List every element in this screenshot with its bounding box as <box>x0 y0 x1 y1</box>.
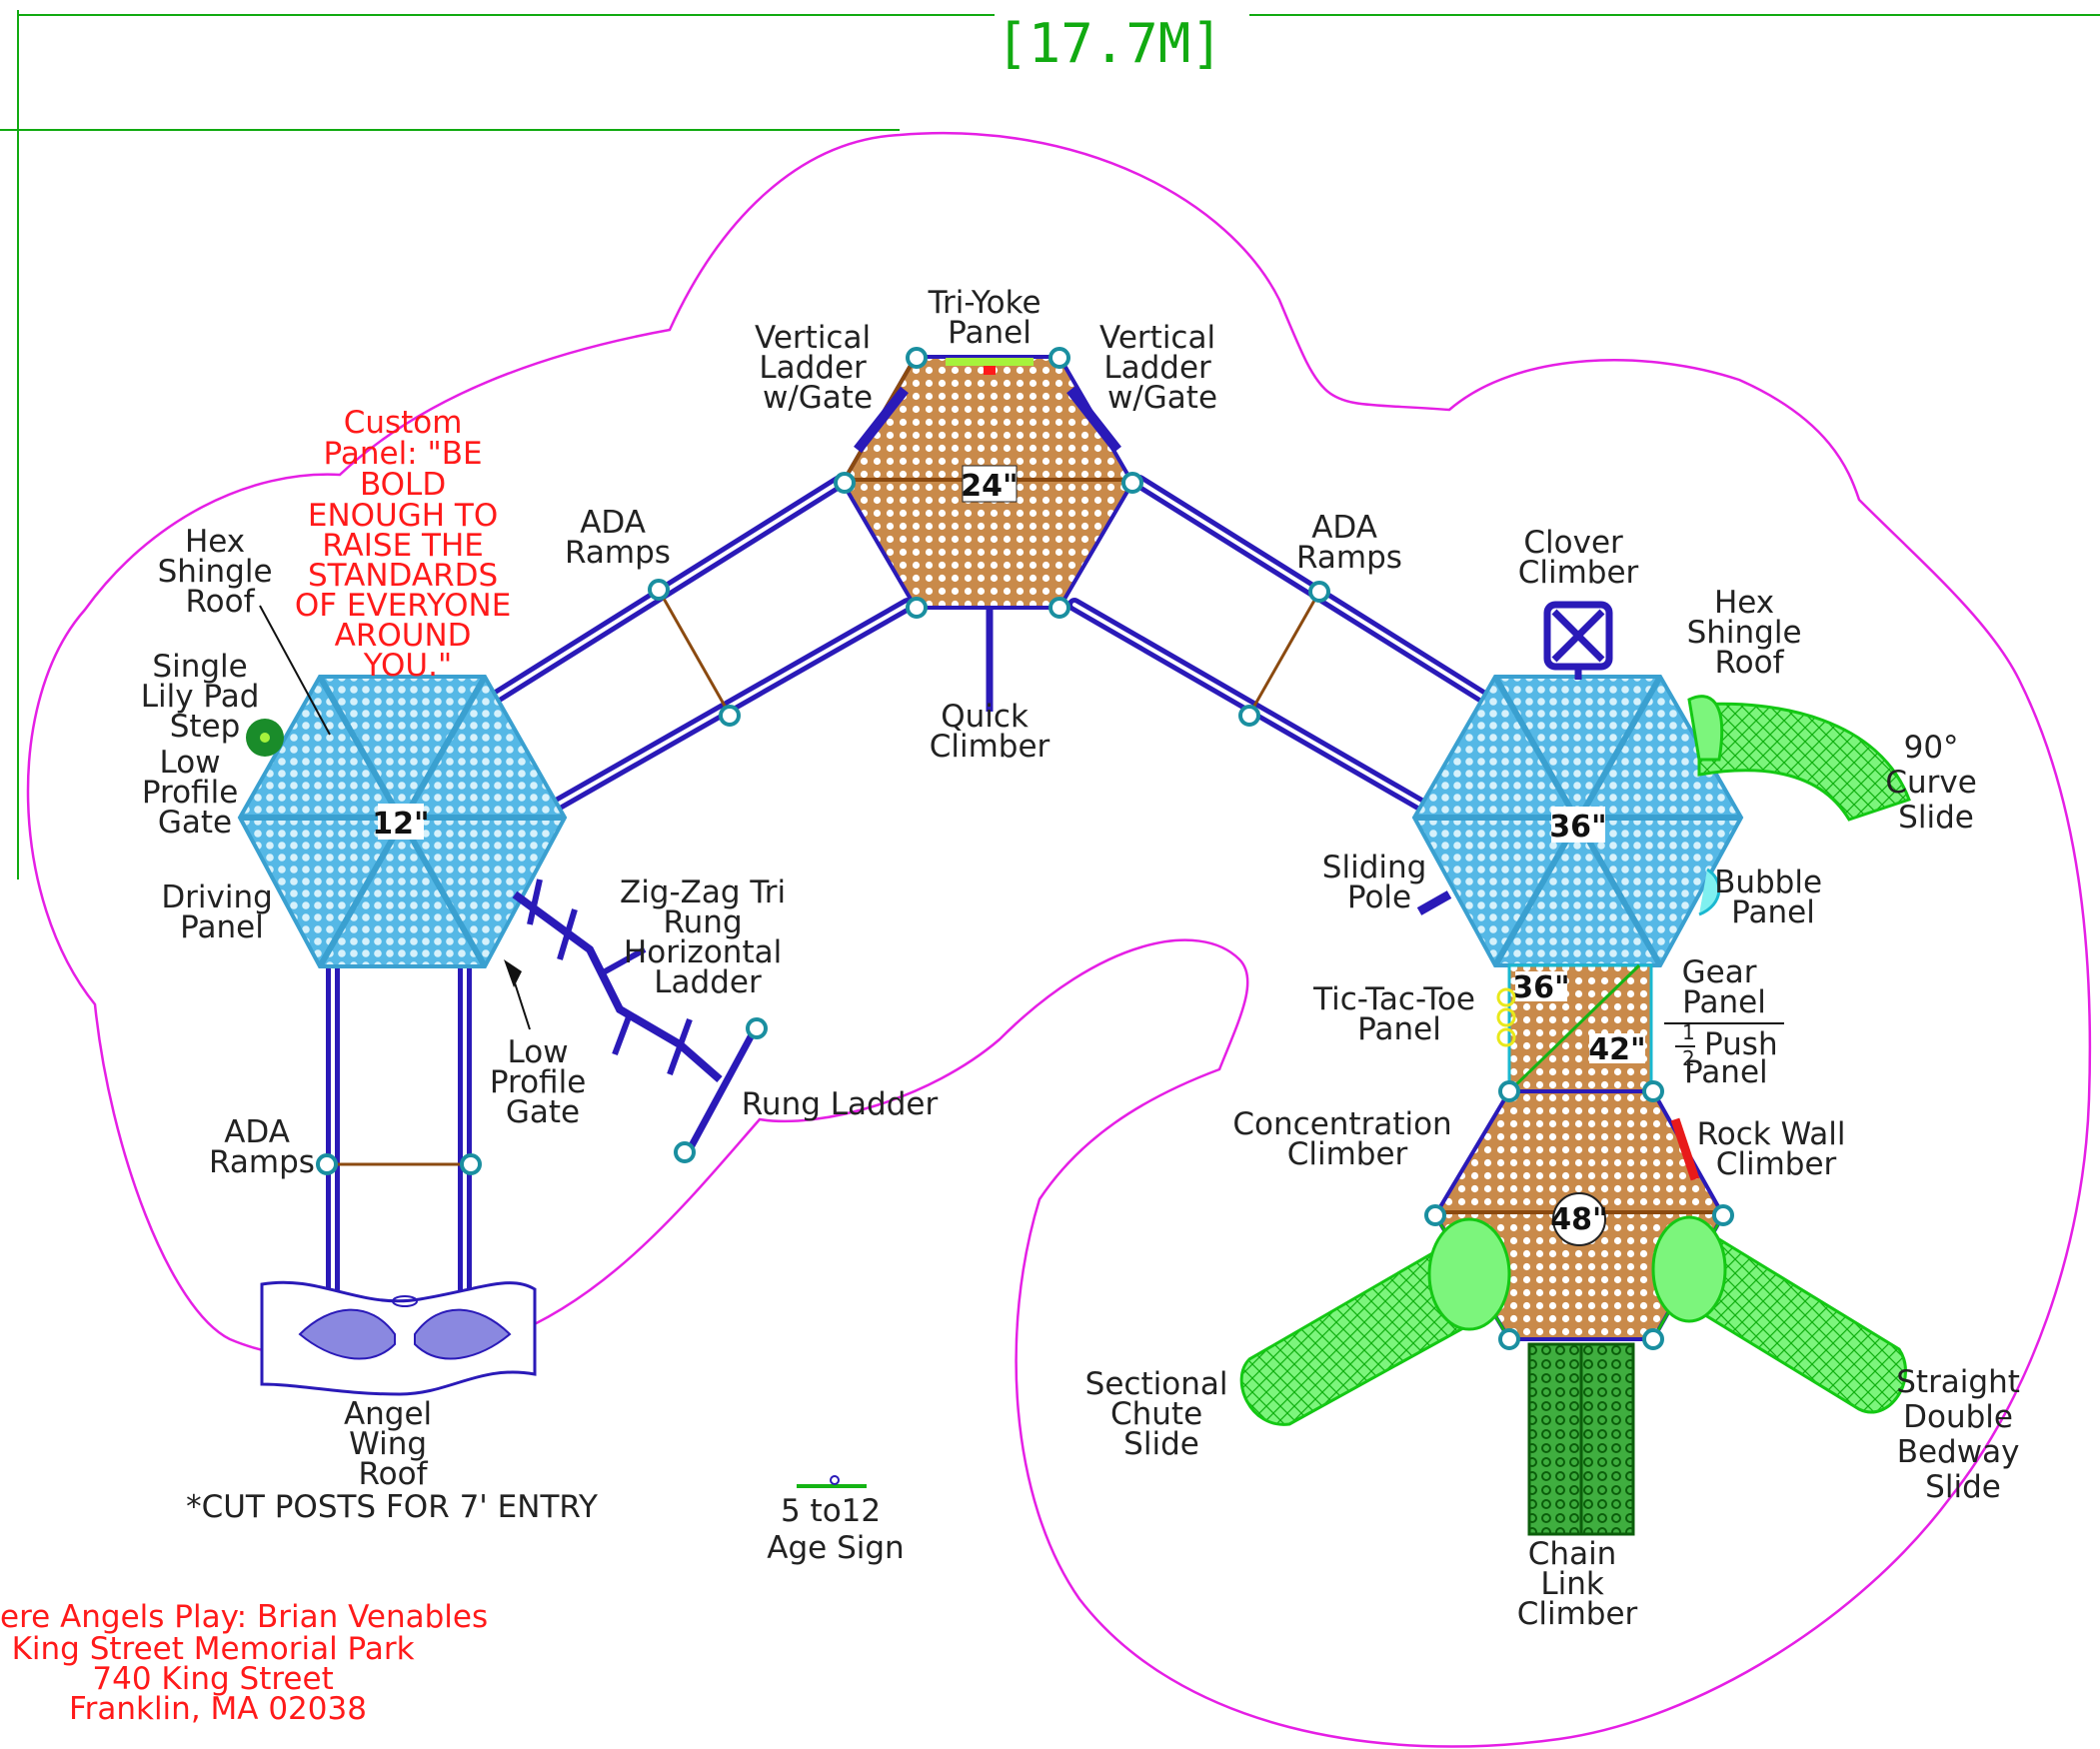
deck-height-left: 12" <box>372 807 429 842</box>
label-ada-ramps-left: ADA Ramps <box>565 505 671 571</box>
label-clover: Clover Climber <box>1518 525 1639 591</box>
posts <box>316 347 1734 1350</box>
label-driving-panel: Driving Panel <box>161 879 282 945</box>
deck-height-mid-b: 42" <box>1588 1032 1645 1067</box>
label-gear-panel: Gear Panel <box>1682 954 1767 1020</box>
bubble-panel <box>1698 868 1721 916</box>
label-zigzag: Zig-Zag Tri Rung Horizontal Ladder <box>620 874 796 1000</box>
label-low-gate-left: Low Profile Gate <box>142 745 248 841</box>
deck-height-mid-a: 36" <box>1512 970 1569 1005</box>
custom-panel-note: Custom Panel: "BE BOLD ENOUGH TO RAISE T… <box>295 405 521 684</box>
label-cut-posts: *CUT POSTS FOR 7' ENTRY <box>186 1489 598 1525</box>
label-angel-roof: Angel Wing Roof <box>344 1396 442 1492</box>
hex-roof-right: 36" <box>1411 675 1744 967</box>
label-hex-roof-left: Hex Shingle Roof <box>158 524 283 620</box>
label-rock-wall: Rock Wall Climber <box>1697 1116 1856 1182</box>
label-bubble-panel: Bubble Panel <box>1714 865 1832 930</box>
zigzag-ladder <box>512 878 759 1151</box>
dimension-label: [17.7M] <box>996 12 1223 75</box>
label-push-panel: 1 2 Push Panel <box>1675 1020 1778 1090</box>
project-info: ere Angels Play: Brian Venables King Str… <box>0 1599 498 1727</box>
label-curve-slide: 90° Curve Slide <box>1885 730 1986 836</box>
straight-double-slide <box>1651 1215 1907 1414</box>
sectional-chute-slide <box>1239 1217 1511 1426</box>
label-sectional: Sectional Chute Slide <box>1085 1366 1238 1462</box>
curve-slide <box>1687 695 1911 822</box>
sliding-pole <box>1416 890 1452 915</box>
label-vert-ladder-right: Vertical Ladder w/Gate <box>1099 320 1225 416</box>
deck-height-bottom: 48" <box>1550 1202 1607 1237</box>
label-quick-climber: Quick Climber <box>930 699 1050 765</box>
lily-pad-step <box>246 719 284 757</box>
label-tic-tac-toe: Tic-Tac-Toe Panel <box>1312 981 1485 1047</box>
label-tri-yoke: Tri-Yoke Panel <box>928 285 1051 351</box>
label-hex-roof-right: Hex Shingle Roof <box>1687 585 1812 681</box>
deck-height-right: 36" <box>1549 810 1606 845</box>
label-age-sign: 5 to12 Age Sign <box>767 1493 904 1566</box>
dimension-line: [17.7M] <box>0 10 2100 879</box>
deck-mid: 36" 42" <box>1496 963 1653 1093</box>
label-chain-link: Chain Link Climber <box>1517 1536 1638 1632</box>
vertical-ladders <box>854 386 1121 454</box>
angel-wing-roof <box>260 1280 537 1396</box>
label-lily-pad: Single Lily Pad Step <box>141 649 270 745</box>
label-concentration: Concentration Climber <box>1232 1106 1461 1172</box>
safety-boundary <box>26 131 2092 1748</box>
deck-height-top: 24" <box>961 469 1018 504</box>
label-low-gate-mid: Low Profile Gate <box>490 1034 596 1130</box>
label-straight-double: Straight Double Bedway Slide <box>1896 1364 2030 1505</box>
chain-link-climber <box>1527 1342 1635 1536</box>
label-ada-ramps-right: ADA Ramps <box>1296 510 1402 576</box>
push-word: Push <box>1704 1026 1778 1062</box>
push-fraction-den: 2 <box>1682 1046 1695 1070</box>
clover-climber <box>1543 601 1613 680</box>
label-rung-ladder: Rung Ladder <box>742 1086 939 1122</box>
label-vert-ladder-left: Vertical Ladder w/Gate <box>755 320 881 416</box>
push-panel-word: Panel <box>1684 1054 1768 1090</box>
label-sliding-pole: Sliding Pole <box>1322 850 1436 915</box>
hex-roof-left: 12" <box>237 675 568 968</box>
push-fraction-num: 1 <box>1682 1020 1695 1044</box>
leader-lines <box>259 605 1784 1030</box>
label-ada-ramps-bottom: ADA Ramps <box>209 1114 315 1180</box>
age-sign <box>797 1475 867 1488</box>
